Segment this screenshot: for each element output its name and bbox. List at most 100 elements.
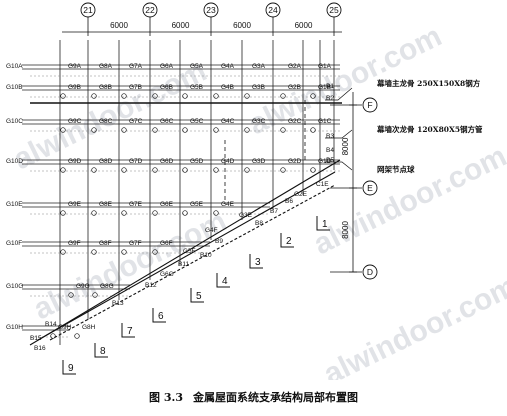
bracket-label: B1 xyxy=(326,83,334,90)
node-label: G7E xyxy=(129,201,143,208)
bracket-label: B12 xyxy=(145,282,157,289)
axis-label: 25 xyxy=(329,5,339,15)
keel-row xyxy=(22,241,210,254)
node: G1C xyxy=(310,118,332,133)
node: G3A xyxy=(252,63,266,70)
node-label: G8E xyxy=(99,201,113,208)
dimension-label: 6000 xyxy=(233,21,251,30)
node: G8D xyxy=(91,158,113,173)
node: G5A xyxy=(190,63,204,70)
dimension-label: 6000 xyxy=(295,21,313,30)
node-label: G1B xyxy=(318,84,331,91)
keel-row xyxy=(22,119,340,132)
right-dimension-line xyxy=(330,92,362,273)
dimension-label: 8000 xyxy=(341,137,350,155)
node: G5B xyxy=(182,84,203,99)
bracket-labels: B1B2B3B4B5B6B7B8B9B10B11B12B13B14B15B16C… xyxy=(30,83,334,352)
node: G5C xyxy=(182,118,204,133)
section-mark: 1 xyxy=(316,216,330,231)
watermark-text: alwindoor.com xyxy=(309,140,507,262)
node-label: G1C xyxy=(318,118,332,125)
node: G4B xyxy=(213,84,234,99)
node: G8G xyxy=(92,283,114,298)
node-label: G2A xyxy=(288,63,302,70)
node-label: G5A xyxy=(190,63,204,70)
annotation-leaders xyxy=(325,87,353,171)
right-dimension-labels: 8000 8000 xyxy=(341,137,350,239)
node: G8A xyxy=(99,63,113,70)
node: G6B xyxy=(152,84,173,99)
node: G1A xyxy=(318,63,332,70)
figure-title: 金属屋面系统支承结构局部布置图 xyxy=(192,391,358,404)
node: G7E xyxy=(121,201,143,216)
node: G4E xyxy=(213,201,235,216)
node-label: G6F xyxy=(160,240,173,247)
bracket-label: B11 xyxy=(178,261,189,268)
watermark-text: alwindoor.com xyxy=(319,270,507,380)
node-label: G4A xyxy=(221,63,235,70)
section-mark-label: 3 xyxy=(255,257,261,268)
bracket-label: B3 xyxy=(326,133,334,140)
node: G2D xyxy=(280,158,302,173)
axis-bubble: D xyxy=(362,264,378,280)
section-mark-label: 5 xyxy=(196,291,202,302)
node: G4A xyxy=(221,63,235,70)
bracket-label: B7 xyxy=(270,208,278,215)
bracket-label: G5F xyxy=(183,248,196,255)
annotation-truss-node: 网架节点球 xyxy=(377,164,415,174)
node: G9D xyxy=(60,158,82,173)
node-label: G4D xyxy=(221,158,235,165)
node-label: G9B xyxy=(68,84,81,91)
node-label: G2C xyxy=(288,118,302,125)
bracket-label: B13 xyxy=(112,300,124,307)
bracket-label: B4 xyxy=(326,147,334,154)
dimension-label: 6000 xyxy=(110,21,128,30)
keel-row xyxy=(22,159,340,172)
bracket-label: B14 xyxy=(45,321,57,328)
node-label: G7B xyxy=(129,84,142,91)
bracket-label: B10 xyxy=(200,252,212,259)
node-label: G9G xyxy=(76,283,90,290)
section-mark-label: 8 xyxy=(100,346,106,357)
bracket-label: B8 xyxy=(255,220,263,227)
node: G4C xyxy=(213,118,235,133)
keel-row xyxy=(22,64,340,77)
node-label: G9H xyxy=(58,324,72,331)
node-label: G6D xyxy=(160,158,174,165)
node: G8H xyxy=(74,324,96,339)
axis-bubble: 24 xyxy=(265,2,281,28)
section-mark-label: 6 xyxy=(158,311,164,322)
axis-label: 24 xyxy=(268,5,278,15)
node-label: G5D xyxy=(190,158,204,165)
bracket-label: B5 xyxy=(326,157,334,164)
annotation-secondary-keel: 幕墙次龙骨 120X80X5钢方管 xyxy=(376,124,483,134)
axis-bubble: 25 xyxy=(326,2,342,28)
node: G3C xyxy=(244,118,266,133)
axis-bubble: E xyxy=(362,180,378,196)
node: G1D xyxy=(310,158,332,173)
section-mark-label: 7 xyxy=(127,326,133,337)
node-label: G3C xyxy=(252,118,266,125)
node-label: G6E xyxy=(160,201,174,208)
node: G9E xyxy=(60,201,82,216)
node-label: G3B xyxy=(252,84,265,91)
node-label: G9C xyxy=(68,118,82,125)
node-label: G8B xyxy=(99,84,112,91)
bracket-label: C1E xyxy=(316,181,329,188)
section-mark: 2 xyxy=(280,233,294,248)
node: G4D xyxy=(213,158,235,173)
node: G8C xyxy=(91,118,113,133)
dimension-label: 8000 xyxy=(341,221,350,239)
node-label: G7F xyxy=(129,240,142,247)
roof-support-layout-drawing: alwindoor.com alwindoor.com alwindoor.co… xyxy=(6,2,507,380)
axis-bubble: 21 xyxy=(80,2,96,28)
truss-boundary-lines xyxy=(29,159,341,346)
bracket-label: G6G xyxy=(160,271,174,278)
node-label: G9D xyxy=(68,158,82,165)
row-label: G10C xyxy=(6,118,23,125)
node: G7C xyxy=(121,118,143,133)
axis-bubble: 23 xyxy=(203,2,219,28)
node: G8E xyxy=(91,201,113,216)
